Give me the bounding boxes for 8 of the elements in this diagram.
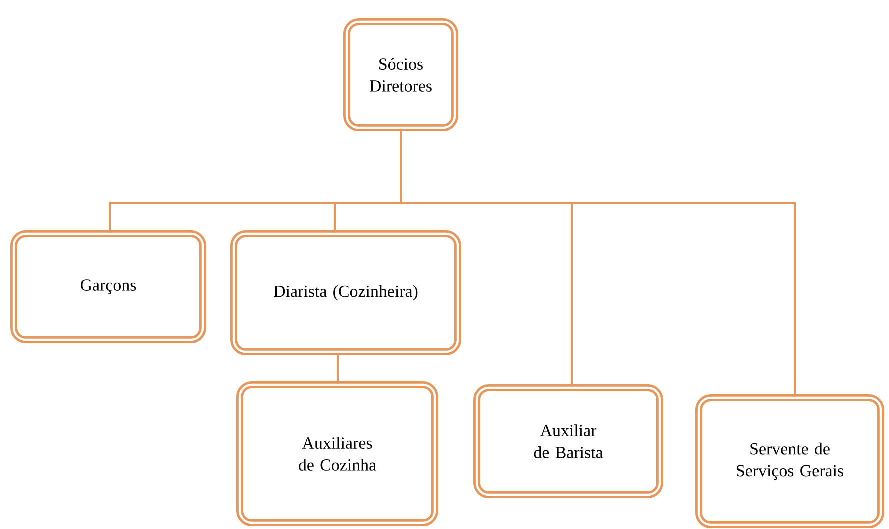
org-box: Auxiliar de Barista: [474, 384, 664, 498]
org-box: Servente de Serviços Gerais: [696, 394, 884, 528]
org-box: Auxiliares de Cozinha: [236, 382, 438, 526]
org-box: Diarista (Cozinheira): [230, 230, 462, 356]
connector-line: [400, 129, 796, 397]
connector-line: [337, 353, 339, 384]
org-box: Garçons: [10, 230, 206, 344]
org-box: Sócios Diretores: [344, 18, 458, 132]
